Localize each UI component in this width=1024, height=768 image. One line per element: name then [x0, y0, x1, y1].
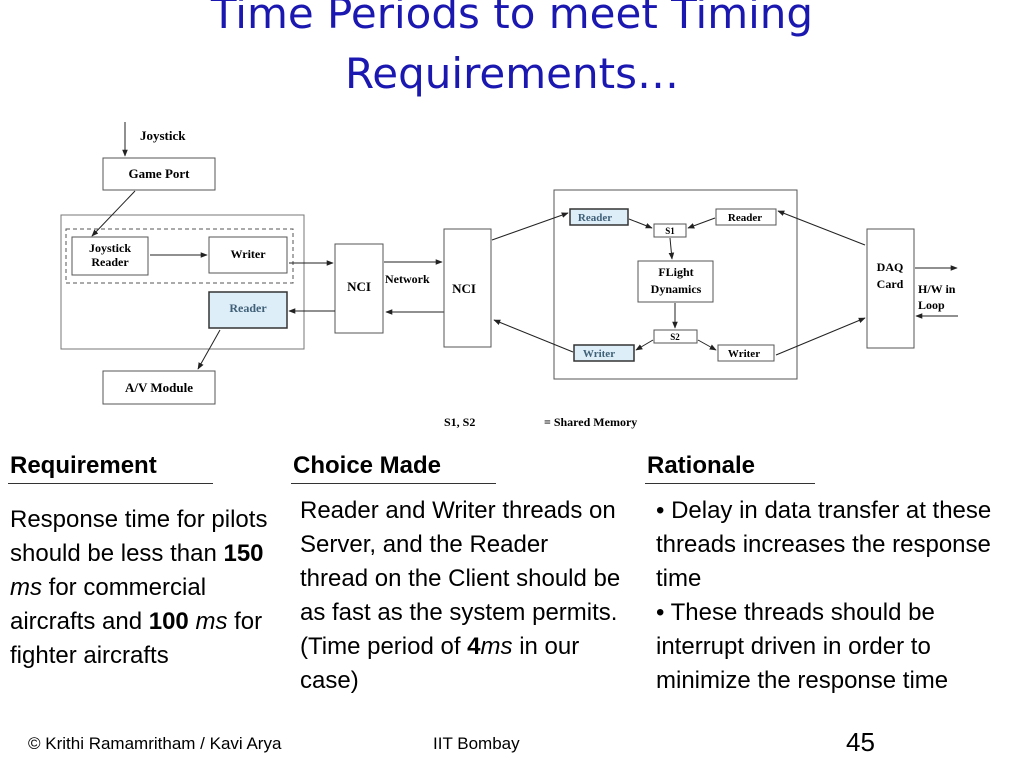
- joystick-reader-label-2: Reader: [91, 255, 129, 269]
- rationale-text: • Delay in data transfer at these thread…: [656, 494, 1018, 698]
- requirement-heading: Requirement: [10, 452, 157, 479]
- s2-label: S2: [670, 332, 680, 342]
- slide-title-line2: Requirements…: [345, 49, 679, 98]
- system-diagram: Game Port Joystick Joystick Reader Write…: [60, 122, 958, 429]
- client-nci-label: NCI: [347, 279, 371, 294]
- hw-loop-label-2: Loop: [918, 298, 945, 312]
- s2-box: [653, 329, 698, 344]
- av-module-box: [102, 370, 216, 405]
- server-reader-left-label: Reader: [578, 212, 612, 224]
- daq-card-box: [866, 228, 915, 349]
- hw-loop-label-1: H/W in: [918, 282, 956, 296]
- network-label: Network: [385, 272, 430, 286]
- client-writer-box: [208, 236, 288, 274]
- choice-rule: [291, 483, 496, 484]
- joystick-reader-label-1: Joystick: [89, 241, 131, 255]
- client-box: [60, 214, 305, 350]
- s1-box: [653, 223, 687, 238]
- server-nci-label: NCI: [452, 281, 476, 296]
- requirement-rule: [8, 483, 213, 484]
- server-writer-right-box: [717, 344, 775, 362]
- game-port-box: [102, 157, 216, 191]
- game-port-label: Game Port: [128, 166, 190, 181]
- server-reader-right-label: Reader: [728, 212, 762, 224]
- requirement-unit-1: ms: [10, 574, 42, 601]
- joystick-reader-box: [71, 236, 149, 276]
- daq-card-label-2: Card: [877, 277, 904, 291]
- legend-value: = Shared Memory: [544, 415, 637, 429]
- slide-title-line1: Time Periods to meet Timing: [210, 0, 814, 38]
- server-writer-right-label: Writer: [728, 348, 760, 360]
- rationale-rule: [645, 483, 815, 484]
- server-writer-left-box: [573, 344, 635, 362]
- joystick-label: Joystick: [140, 128, 186, 143]
- client-reader-box: [208, 291, 288, 329]
- client-reader-label: Reader: [229, 301, 267, 315]
- choice-unit: ms: [480, 633, 513, 660]
- flight-dynamics-label-2: Dynamics: [651, 282, 702, 296]
- s1-label: S1: [665, 226, 675, 236]
- av-module-label: A/V Module: [125, 380, 193, 395]
- server-reader-right-box: [715, 208, 777, 226]
- page-number: 45: [846, 727, 875, 757]
- choice-text: Reader and Writer threads on Server, and…: [300, 497, 621, 694]
- legend-key: S1, S2: [444, 415, 475, 429]
- client-writer-label: Writer: [230, 247, 266, 261]
- server-nci-box: [443, 228, 492, 348]
- requirement-value-2: 100: [148, 608, 189, 635]
- flight-dynamics-label-1: FLight: [658, 265, 693, 279]
- footer-copyright: © Krithi Ramamritham / Kavi Arya: [28, 734, 282, 753]
- flight-dynamics-box: [637, 260, 714, 303]
- requirement-text: Response time for pilots should be less …: [10, 506, 268, 669]
- daq-card-label-1: DAQ: [877, 260, 904, 274]
- rationale-bullet-1: • Delay in data transfer at these thread…: [656, 497, 992, 592]
- requirement-unit-2: ms: [195, 608, 228, 635]
- requirement-value-1: 150: [223, 540, 264, 567]
- server-box: [553, 189, 798, 380]
- rationale-bullet-2: • These threads should be interrupt driv…: [656, 599, 949, 694]
- footer-institute: IIT Bombay: [433, 734, 520, 753]
- server-reader-left-box: [569, 208, 629, 226]
- choice-heading: Choice Made: [293, 452, 442, 479]
- rationale-heading: Rationale: [647, 452, 756, 479]
- server-writer-left-label: Writer: [583, 348, 615, 360]
- client-nci-box: [334, 243, 384, 334]
- choice-value: 4: [467, 633, 481, 660]
- joystick-thread-group: [65, 228, 294, 284]
